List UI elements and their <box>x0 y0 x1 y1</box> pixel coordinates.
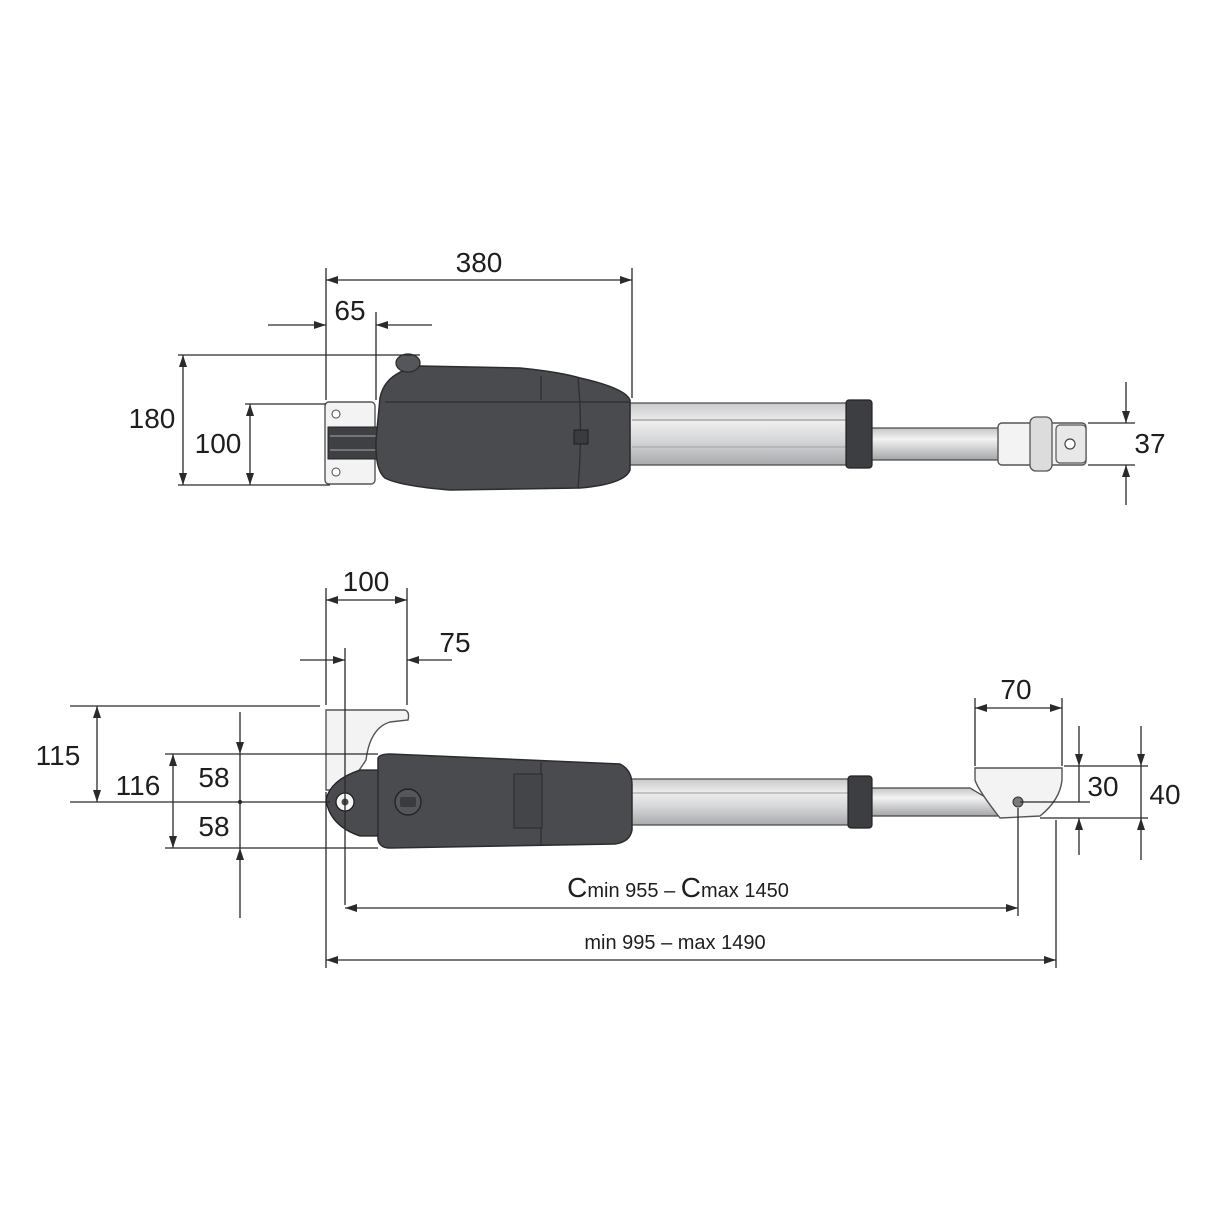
c-min-prefix: C <box>567 872 587 903</box>
top-rear-bracket <box>324 401 381 485</box>
side-dim-30: 30 <box>1087 771 1118 802</box>
side-tube-end-cap <box>847 775 873 829</box>
top-piston-rod <box>869 427 1006 461</box>
top-dim-65: 65 <box>334 295 365 326</box>
top-release-knob <box>395 353 421 373</box>
top-housing-clip <box>573 429 589 445</box>
top-outer-tube <box>629 402 851 466</box>
top-tube-end-cap <box>845 399 873 469</box>
top-front-clevis <box>997 416 1087 472</box>
top-dim-180: 180 <box>129 403 176 434</box>
top-view: 380 65 180 100 37 <box>129 247 1166 505</box>
side-rear-bracket <box>325 709 410 791</box>
side-dim-58-lower: 58 <box>198 811 229 842</box>
side-dim-100: 100 <box>343 566 390 597</box>
side-housing-panel <box>513 773 543 829</box>
top-motor-housing <box>375 365 631 491</box>
side-outer-tube <box>629 778 853 826</box>
side-motor-housing <box>377 753 633 849</box>
side-view: 100 75 115 116 58 58 70 30 <box>36 566 1181 968</box>
c-min-value: min 955 – <box>587 880 680 902</box>
c-max-prefix: C <box>681 872 701 903</box>
side-dim-70: 70 <box>1000 674 1031 705</box>
top-dim-37: 37 <box>1134 428 1165 459</box>
side-dim-40: 40 <box>1149 779 1180 810</box>
side-dim-overall-length: min 995 – max 1490 <box>584 932 765 954</box>
side-dim-116: 116 <box>116 770 161 801</box>
side-dim-c-range: Cmin 955 – Cmax 1450 <box>567 872 789 903</box>
c-max-value: max 1450 <box>701 880 789 902</box>
side-dim-75: 75 <box>439 627 470 658</box>
top-dim-100: 100 <box>195 428 242 459</box>
side-dim-58-upper: 58 <box>198 762 229 793</box>
top-dim-380: 380 <box>456 247 503 278</box>
side-dim-115: 115 <box>36 740 81 771</box>
